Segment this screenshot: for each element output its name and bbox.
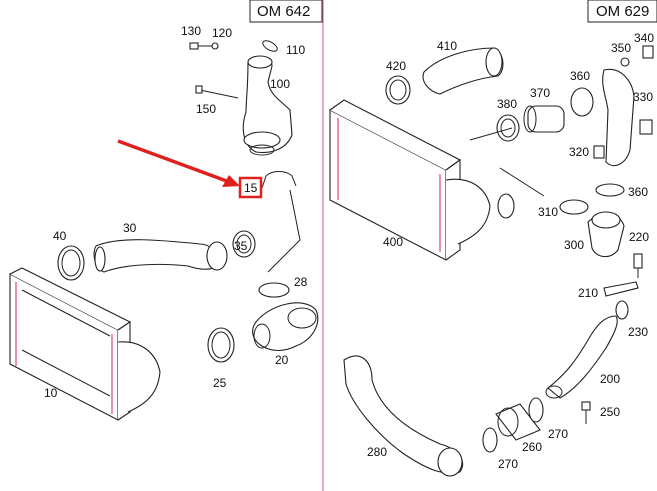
callout-350: 350 — [611, 41, 631, 55]
part-elbow-300 — [587, 211, 625, 258]
callout-20: 20 — [275, 353, 289, 367]
callout-110: 110 — [286, 43, 305, 57]
part-pipe-330 — [602, 68, 653, 167]
callout-270-left: 270 — [498, 457, 518, 471]
callout-100: 100 — [270, 77, 290, 91]
callout-260: 260 — [522, 440, 542, 454]
part-coupling-260 — [495, 403, 541, 441]
callout-40: 40 — [53, 229, 67, 243]
engine-header-om642: OM 642 — [249, 0, 323, 23]
part-ring-28 — [258, 282, 290, 298]
part-tube-280 — [343, 355, 464, 477]
callout-280: 280 — [367, 445, 387, 459]
part-bolt-150 — [195, 85, 239, 99]
callout-28: 28 — [294, 275, 308, 289]
part-ring-270-b — [528, 397, 544, 423]
callout-330: 330 — [633, 90, 653, 104]
part-ring-360-upper — [570, 87, 594, 117]
part-bolt-220 — [633, 253, 643, 278]
part-bracket-210 — [603, 281, 639, 297]
callout-230: 230 — [628, 325, 648, 339]
callouts-right: 410 420 370 380 360 350 340 330 320 310 … — [367, 31, 654, 471]
callouts-left: 130 120 110 100 150 35 40 30 28 20 10 25 — [44, 24, 308, 400]
engine-header-om629: OM 629 — [587, 0, 657, 23]
part-bolt-130 — [189, 42, 219, 50]
part-clamp-360-lower — [595, 183, 625, 197]
engine-header-om629-label: OM 629 — [596, 3, 649, 20]
callout-250: 250 — [600, 405, 620, 419]
callout-10: 10 — [44, 386, 58, 400]
callout-220: 220 — [629, 230, 649, 244]
part-elbow-100 — [242, 55, 293, 156]
part-clamp-310 — [559, 199, 589, 215]
part-hose-30 — [93, 239, 228, 273]
callout-15: 15 — [244, 181, 258, 195]
callout-400: 400 — [383, 235, 403, 249]
callout-320: 320 — [569, 145, 589, 159]
callout-210: 210 — [578, 286, 598, 300]
part-nut-350 — [620, 57, 630, 67]
highlight-annotation: 15 — [117, 139, 263, 199]
callout-35: 35 — [234, 239, 248, 253]
callout-310: 310 — [538, 205, 558, 219]
part-ring-270-a — [482, 427, 498, 453]
callout-120: 120 — [212, 26, 232, 40]
part-ring-230 — [615, 300, 629, 320]
part-sensor-340 — [642, 45, 654, 59]
part-sensor-370 — [523, 105, 565, 133]
part-clip-110 — [262, 40, 278, 52]
callout-30: 30 — [123, 221, 137, 235]
callout-25: 25 — [213, 376, 227, 390]
red-arrow-shaft — [117, 139, 233, 185]
callout-380: 380 — [497, 97, 517, 111]
part-ring-35 — [232, 230, 256, 258]
part-pipe-200 — [545, 315, 618, 399]
callout-150: 150 — [196, 102, 216, 116]
part-clip-15 — [261, 171, 297, 189]
leader-line-400 — [499, 167, 545, 197]
red-arrow-head — [222, 175, 240, 187]
part-ring-380 — [496, 114, 520, 142]
callout-410: 410 — [437, 39, 457, 53]
callout-300: 300 — [564, 238, 584, 252]
engine-header-om642-label: OM 642 — [257, 3, 310, 20]
callout-270-right: 270 — [548, 427, 568, 441]
part-bolt-250 — [581, 401, 591, 424]
leader-line-15 — [267, 189, 301, 273]
callout-420: 420 — [386, 59, 406, 73]
callout-360-lower: 360 — [628, 185, 648, 199]
leader-line-380 — [469, 127, 513, 141]
callout-370: 370 — [530, 86, 550, 100]
highlight-box — [238, 176, 263, 199]
part-sensor-320 — [593, 145, 605, 159]
callout-360-upper: 360 — [570, 69, 590, 83]
part-intercooler-400 — [329, 99, 515, 261]
callout-200: 200 — [600, 372, 620, 386]
part-elbow-20 — [252, 302, 319, 352]
part-intercooler-10 — [9, 267, 161, 421]
part-hose-410 — [422, 47, 504, 95]
callout-340: 340 — [634, 31, 654, 45]
callout-130: 130 — [181, 24, 201, 38]
